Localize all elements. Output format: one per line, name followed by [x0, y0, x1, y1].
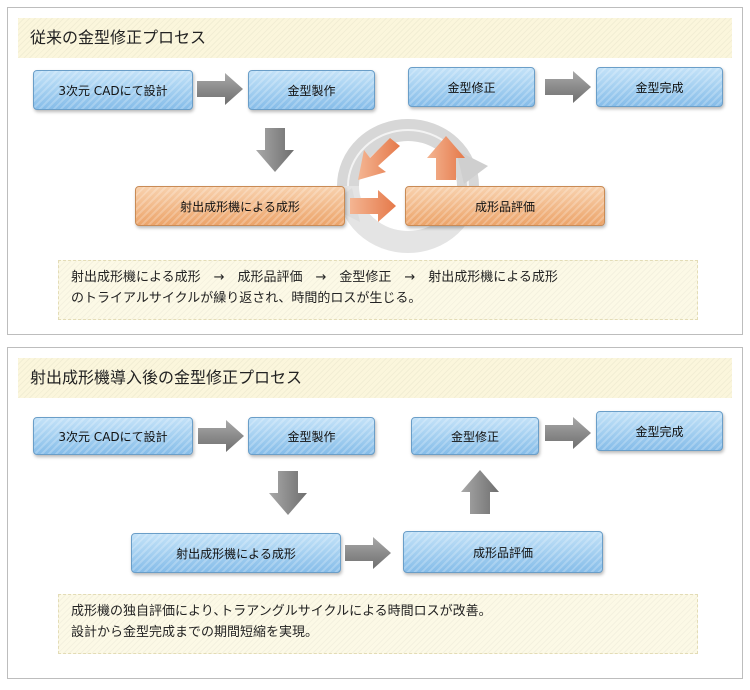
- product-evaluation-box: 成形品評価: [403, 531, 603, 573]
- injection-molding-box: 射出成形機による成形: [135, 186, 345, 226]
- process-note: 成形機の独自評価により､トラアングルサイクルによる時間ロスが改善。 設計から金型…: [58, 594, 698, 654]
- mold-fix-label: 金型修正: [447, 80, 496, 95]
- mold-complete-box: 金型完成: [596, 411, 723, 451]
- cad-design-label: 3次元 CADにて設計: [58, 83, 168, 98]
- mold-making-box: 金型製作: [248, 70, 375, 110]
- product-evaluation-box: 成形品評価: [405, 186, 605, 226]
- product-evaluation-label: 成形品評価: [474, 199, 535, 214]
- mold-making-box: 金型製作: [248, 417, 375, 455]
- mold-complete-box: 金型完成: [596, 67, 723, 107]
- arrow-right-icon: [545, 417, 591, 449]
- arrow-right-icon: [345, 537, 391, 569]
- injection-molding-label: 射出成形機による成形: [180, 199, 300, 214]
- arrow-right-icon: [350, 190, 396, 222]
- arrow-right-icon: [545, 71, 591, 103]
- mold-fix-label: 金型修正: [450, 429, 499, 444]
- note-line-1: 成形機の独自評価により､トラアングルサイクルによる時間ロスが改善。: [71, 604, 492, 619]
- mold-making-label: 金型製作: [287, 83, 336, 98]
- arrow-up-icon: [427, 136, 465, 180]
- cad-design-label: 3次元 CADにて設計: [58, 429, 168, 444]
- new-process-panel: 射出成形機導入後の金型修正プロセス 3次元 CADにて設計 金型製作 金型修正 …: [7, 347, 743, 679]
- cad-design-box: 3次元 CADにて設計: [33, 417, 193, 455]
- mold-fix-box: 金型修正: [411, 417, 539, 455]
- arrow-down-icon: [269, 471, 307, 515]
- arrow-down-icon: [256, 128, 294, 172]
- panel-title: 従来の金型修正プロセス: [18, 18, 732, 58]
- traditional-process-panel: 従来の金型修正プロセス 3次元 CADにて設計 金型製作 金型修正 金型完成 射…: [7, 7, 743, 335]
- cad-design-box: 3次元 CADにて設計: [33, 70, 193, 110]
- mold-fix-box: 金型修正: [408, 67, 535, 107]
- mold-making-label: 金型製作: [287, 429, 336, 444]
- mold-complete-label: 金型完成: [635, 80, 684, 95]
- note-line-2: のトライアルサイクルが繰り返され、時間的ロスが生じる。: [71, 291, 422, 306]
- injection-molding-label: 射出成形機による成形: [176, 546, 296, 561]
- panel-title: 射出成形機導入後の金型修正プロセス: [18, 358, 732, 398]
- mold-complete-label: 金型完成: [635, 424, 684, 439]
- note-line-2: 設計から金型完成までの期間短縮を実現。: [71, 625, 319, 640]
- injection-molding-box: 射出成形機による成形: [131, 533, 341, 573]
- arrow-up-icon: [461, 470, 499, 514]
- process-note: 射出成形機による成形 → 成形品評価 → 金型修正 → 射出成形機による成形 の…: [58, 260, 698, 320]
- arrow-right-icon: [198, 420, 244, 452]
- note-line-1: 射出成形機による成形 → 成形品評価 → 金型修正 → 射出成形機による成形: [71, 270, 558, 285]
- arrow-down-left-icon: [358, 138, 400, 180]
- arrow-right-icon: [197, 73, 243, 105]
- product-evaluation-label: 成形品評価: [472, 545, 533, 560]
